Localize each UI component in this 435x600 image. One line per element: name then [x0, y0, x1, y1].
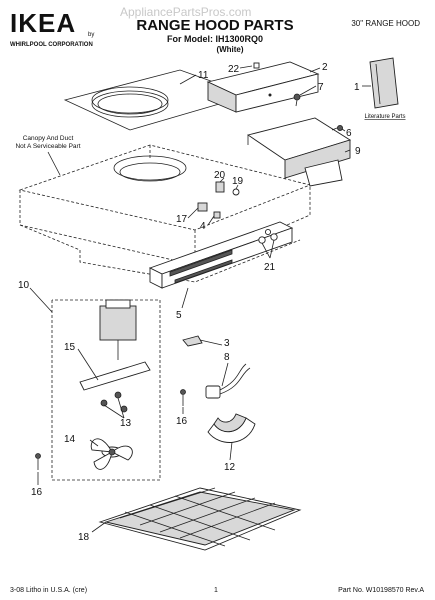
brand-by: by — [88, 32, 94, 38]
color-line: (White) — [216, 45, 243, 54]
literature-parts-label: Literature Parts — [364, 114, 405, 120]
label-14: 14 — [64, 434, 76, 445]
part-12-light-lens — [207, 413, 256, 443]
footer-litho: 3-08 Litho in U.S.A. (cre) — [10, 587, 87, 594]
footer-page-number: 1 — [214, 587, 218, 594]
label-15: 15 — [64, 342, 76, 353]
part-4-knob — [213, 211, 221, 219]
part-6-screw — [331, 125, 343, 132]
label-21: 21 — [264, 262, 276, 273]
part-19-nut — [232, 188, 240, 196]
page-title: RANGE HOOD PARTS — [136, 17, 293, 34]
label-3: 3 — [224, 338, 230, 349]
part-1-literature — [369, 57, 399, 109]
part-7-screw — [293, 93, 301, 107]
watermark: AppliancePartsPros.com — [120, 5, 251, 19]
part-14-fan-blade — [90, 438, 133, 470]
brand-name: IKEA — [10, 8, 76, 38]
part-3-clip — [182, 335, 203, 347]
part-16-screw-b — [35, 453, 41, 470]
part-13-screw — [100, 399, 108, 407]
label-6: 6 — [346, 128, 352, 139]
label-20: 20 — [214, 170, 226, 181]
part-18-grease-filter — [98, 487, 302, 551]
canopy-note-line2: Not A Serviceable Part — [15, 143, 80, 150]
part-16-screw-a — [180, 389, 186, 406]
label-16-b: 16 — [31, 487, 43, 498]
leader-lines — [29, 65, 371, 533]
canopy-note-line1: Canopy And Duct — [23, 135, 74, 142]
part-15-bracket — [79, 361, 151, 391]
label-1: 1 — [354, 82, 360, 93]
part-2-cover — [206, 61, 320, 113]
canopy-top — [18, 144, 312, 231]
label-8: 8 — [224, 352, 230, 363]
part-22-screw — [253, 62, 260, 69]
label-5: 5 — [176, 310, 182, 321]
label-11: 11 — [198, 70, 209, 81]
label-13: 13 — [120, 418, 132, 429]
part-20-switch — [215, 181, 225, 193]
label-4: 4 — [200, 221, 206, 232]
label-17: 17 — [176, 214, 188, 225]
label-19: 19 — [232, 176, 244, 187]
model-line: For Model: IH1300RQ0 — [167, 34, 263, 44]
brand-corporation: WHIRLPOOL CORPORATION — [10, 42, 93, 48]
label-10: 10 — [18, 280, 30, 291]
part-8-lamp-socket — [205, 363, 251, 399]
label-12: 12 — [224, 462, 236, 473]
ikea-logo: IKEA by WHIRLPOOL CORPORATION — [10, 8, 94, 48]
part-17-switch — [197, 202, 208, 212]
duct-collar-top — [91, 86, 169, 114]
part-9-damper-housing — [246, 117, 352, 187]
duct-collar — [113, 155, 187, 181]
label-16-a: 16 — [176, 416, 188, 427]
hood-size-title: 30" RANGE HOOD — [351, 19, 420, 28]
label-2: 2 — [322, 62, 328, 73]
part-5-control-panel — [148, 221, 294, 289]
part-number-labels: 11 2 7 22 1 6 9 20 19 17 4 21 5 10 15 13… — [18, 62, 361, 543]
label-18: 18 — [78, 532, 90, 543]
label-22: 22 — [228, 64, 240, 75]
motor — [99, 305, 137, 341]
label-7: 7 — [318, 82, 324, 93]
footer-part-number: Part No. W10198570 Rev.A — [338, 587, 424, 594]
part-10-blower-assembly — [51, 299, 161, 481]
label-9: 9 — [355, 146, 361, 157]
